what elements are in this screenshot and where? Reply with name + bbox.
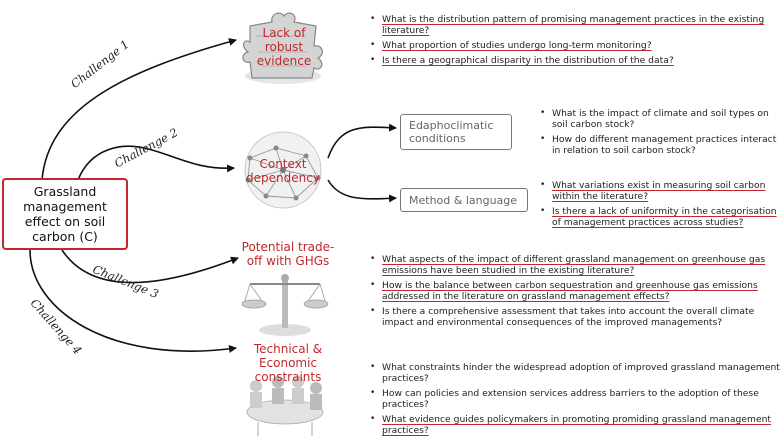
tradeoff-questions: What aspects of the impact of different … (368, 254, 780, 332)
topic-title-evidence: Lack of robust evidence (256, 26, 312, 68)
connector-challenge-2 (77, 145, 235, 181)
balance-scale-icon (241, 274, 329, 336)
connector-challenge-1 (41, 38, 237, 181)
connector-challenge-4 (29, 249, 237, 353)
network-globe-icon (244, 131, 322, 209)
topic-title-constraints: Technical & Economic constraints (253, 342, 323, 384)
list-item: How do different management practices in… (538, 134, 782, 156)
connector-challenge-3 (61, 249, 239, 284)
list-item: How can policies and extension services … (368, 388, 780, 410)
edaphoclimatic-label: Edaphoclimatic conditions (409, 119, 494, 145)
method-language-label: Method & language (409, 194, 518, 207)
list-item: What is the distribution pattern of prom… (368, 14, 780, 36)
list-item: What constraints hinder the widespread a… (368, 362, 780, 384)
topic-title-context: Context dependency (246, 157, 320, 185)
method-language-box: Method & language (400, 188, 528, 212)
central-topic-label: Grassland management effect on soil carb… (23, 184, 107, 244)
topic-title-tradeoff: Potential trade-off with GHGs (241, 240, 335, 268)
central-topic-box: Grassland management effect on soil carb… (2, 178, 128, 250)
method-questions: What variations exist in measuring soil … (538, 180, 782, 232)
list-item: Is there a geographical disparity in the… (368, 55, 780, 66)
list-item: What proportion of studies undergo long-… (368, 40, 780, 51)
connector-context-to-edaphic (327, 123, 397, 159)
list-item: What evidence guides policymakers in pro… (368, 414, 780, 436)
evidence-questions: What is the distribution pattern of prom… (368, 14, 780, 70)
puzzle-piece-icon (242, 12, 323, 84)
list-item: What aspects of the impact of different … (368, 254, 780, 276)
list-item: What variations exist in measuring soil … (538, 180, 782, 202)
edaphoclimatic-box: Edaphoclimatic conditions (400, 114, 512, 150)
list-item: What is the impact of climate and soil t… (538, 108, 782, 130)
connector-context-to-method (327, 179, 397, 203)
constraints-questions: What constraints hinder the widespread a… (368, 362, 780, 440)
list-item: Is there a lack of uniformity in the cat… (538, 206, 782, 228)
edaphoclimatic-questions: What is the impact of climate and soil t… (538, 108, 782, 160)
list-item: How is the balance between carbon seques… (368, 280, 780, 302)
list-item: Is there a comprehensive assessment that… (368, 306, 780, 328)
meeting-table-icon (246, 376, 324, 436)
